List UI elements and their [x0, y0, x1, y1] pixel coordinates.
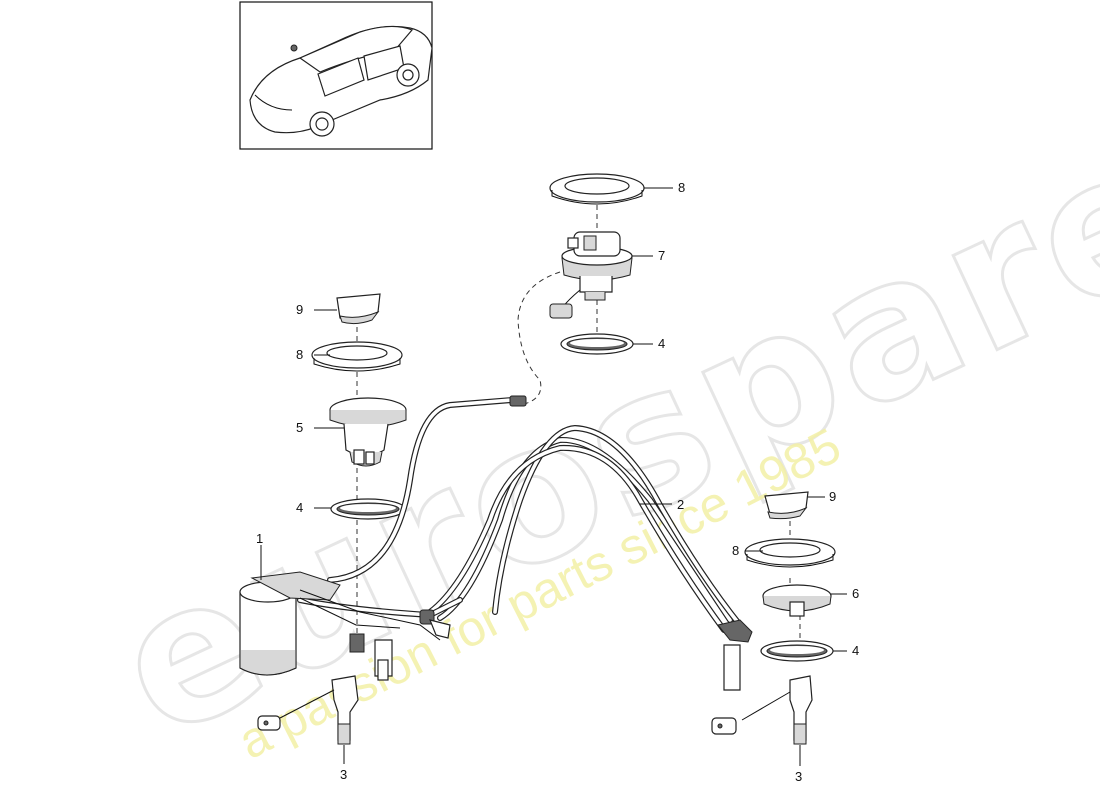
- callout-9-right: 9: [829, 489, 836, 504]
- callout-5: 5: [296, 420, 303, 435]
- fuel-pump-sender-left: [329, 397, 407, 467]
- callout-4-left: 4: [296, 500, 303, 515]
- fuel-pump-module: [239, 571, 451, 676]
- locking-ring-left: [311, 341, 403, 372]
- car-illustration-icon: [249, 25, 433, 137]
- callout-7: 7: [658, 248, 665, 263]
- seal-ring-left: [330, 498, 406, 520]
- locking-ring-top: [549, 173, 645, 205]
- callout-3-right: 3: [795, 769, 802, 784]
- watermark: eurospares a passion for parts since 198…: [84, 46, 1100, 782]
- callout-leaders: [260, 187, 847, 766]
- sensor-left: [257, 639, 393, 745]
- callout-8-right: 8: [732, 543, 739, 558]
- cover-cap-right: [764, 491, 809, 520]
- callout-8-top: 8: [678, 180, 685, 195]
- cover-cap-left: [336, 293, 381, 325]
- sensor-right: [711, 619, 813, 745]
- callout-3-left: 3: [340, 767, 347, 782]
- seal-ring-right: [760, 640, 834, 662]
- cover-plate-right: [762, 584, 832, 617]
- callout-4-upper: 4: [658, 336, 665, 351]
- seal-ring-upper-right: [560, 333, 634, 355]
- vehicle-thumbnail: [239, 1, 433, 150]
- callout-1: 1: [256, 531, 263, 546]
- callout-8-left: 8: [296, 347, 303, 362]
- callout-9-left: 9: [296, 302, 303, 317]
- callouts: 1 2 3 3 4 4 4 5 6 7 8 8 8 9 9: [256, 180, 859, 784]
- callout-6: 6: [852, 586, 859, 601]
- locking-ring-right: [744, 538, 836, 568]
- callout-2: 2: [677, 497, 684, 512]
- callout-4-right: 4: [852, 643, 859, 658]
- watermark-brand: eurospares: [86, 47, 1100, 780]
- fuel-sender-top: [549, 231, 633, 319]
